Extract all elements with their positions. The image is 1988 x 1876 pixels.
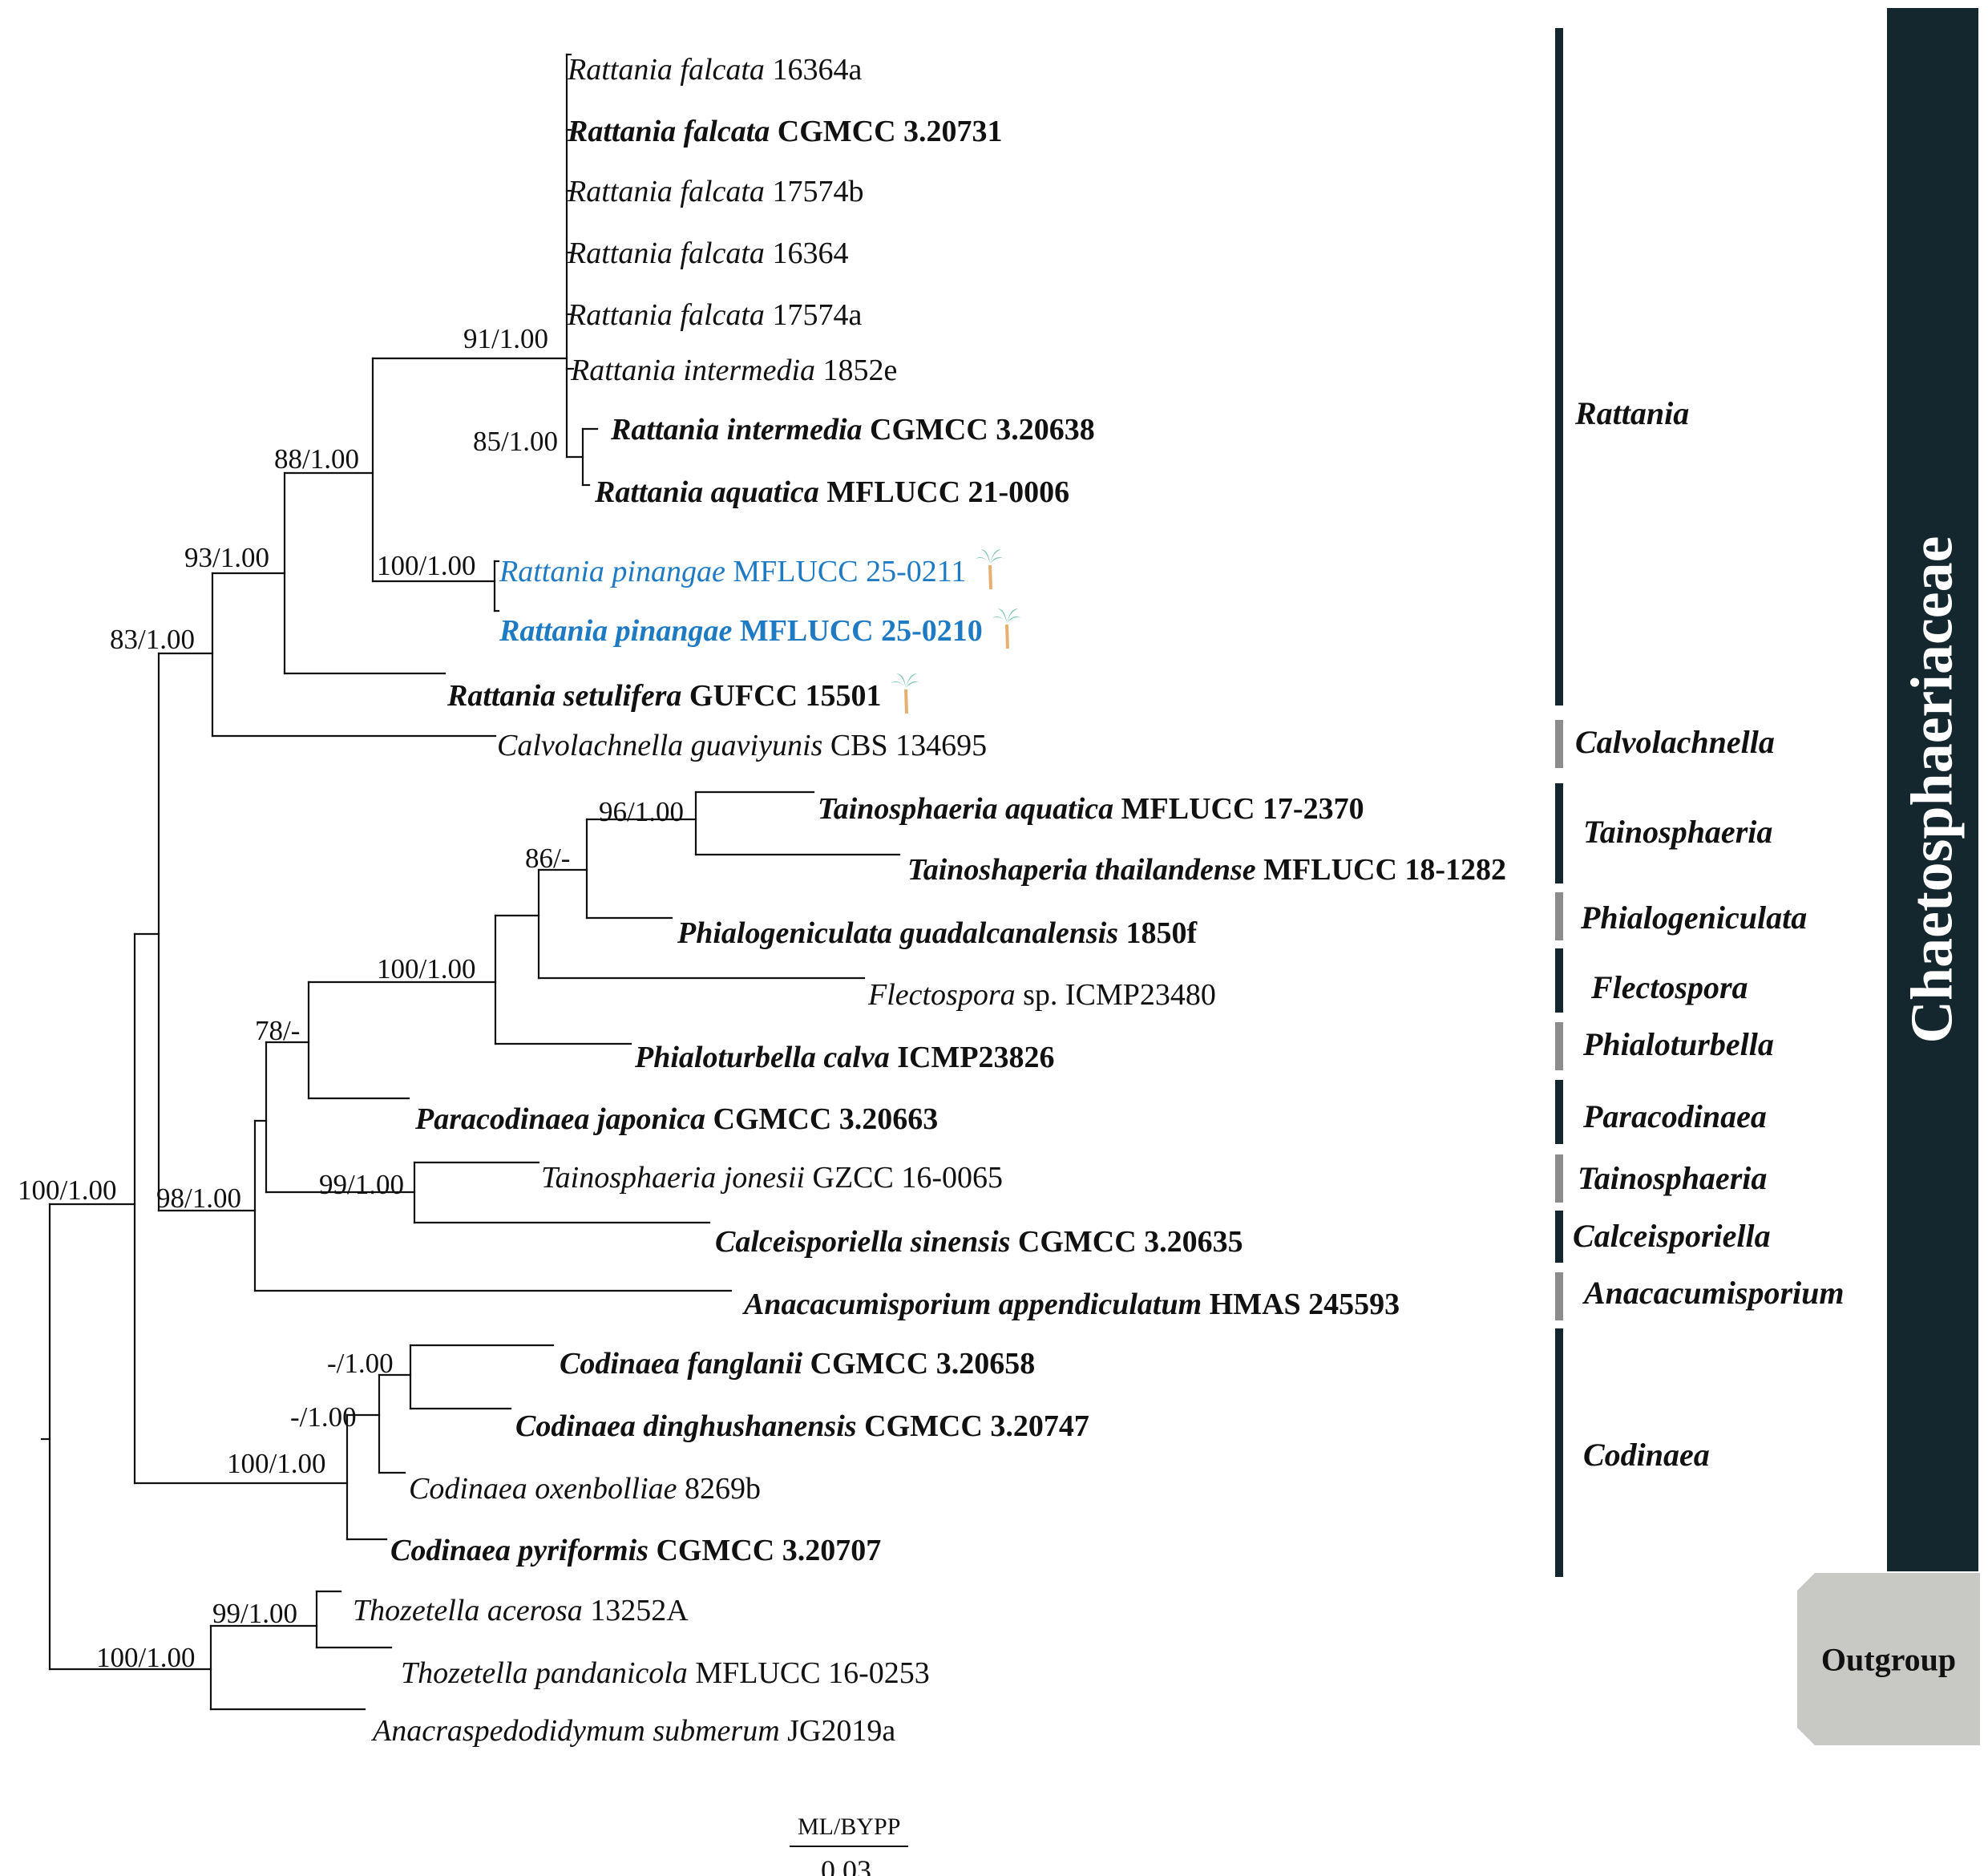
family-label: Chaetosphaeriaceae — [1899, 536, 1966, 1044]
palm-tree-icon — [992, 608, 1021, 649]
outgroup-label: Outgroup — [1820, 1641, 1957, 1677]
taxon-label: Thozetella acerosa 13252A — [353, 1594, 689, 1627]
node-support: 88/1.00 — [274, 443, 359, 475]
node-support: 100/1.00 — [227, 1448, 326, 1479]
taxon-label: Rattania falcata 16364 — [568, 237, 849, 270]
node-support: -/1.00 — [327, 1348, 394, 1379]
taxon-label: Flectospora sp. ICMP23480 — [868, 978, 1216, 1012]
clade-label: Codinaea — [1583, 1437, 1710, 1473]
clade-label: Calvolachnella — [1575, 724, 1775, 760]
scale-value: 0.03 — [821, 1854, 871, 1876]
clade-bar — [1555, 948, 1563, 1013]
clade-label: Phialoturbella — [1583, 1026, 1774, 1062]
node-support: 91/1.00 — [463, 323, 548, 354]
clade-label: Rattania — [1575, 395, 1690, 431]
clade-bar — [1555, 1154, 1563, 1203]
taxon-label: Rattania falcata CGMCC 3.20731 — [568, 115, 1003, 148]
taxon-label: Rattania setulifera GUFCC 15501 — [447, 672, 920, 715]
clade-label: Paracodinaea — [1583, 1098, 1767, 1134]
clade-bar — [1555, 28, 1563, 706]
taxon-label: Thozetella pandanicola MFLUCC 16-0253 — [401, 1656, 930, 1690]
node-support: 100/1.00 — [18, 1175, 117, 1206]
taxon-label: Tainoshaperia thailandense MFLUCC 18-128… — [907, 853, 1507, 887]
node-support: 99/1.00 — [319, 1169, 404, 1200]
taxon-label: Phialoturbella calva ICMP23826 — [635, 1041, 1055, 1074]
taxon-label: Rattania intermedia 1852e — [571, 354, 898, 387]
taxon-label: Rattania falcata 17574a — [568, 298, 863, 332]
taxon-label: Tainosphaeria aquatica MFLUCC 17-2370 — [818, 792, 1364, 826]
clade-label: Tainosphaeria — [1583, 814, 1773, 850]
taxon-label-highlight: Rattania pinangae MFLUCC 25-0211 — [499, 548, 1005, 591]
node-support: 93/1.00 — [184, 542, 269, 573]
outgroup-block: Outgroup — [1797, 1573, 1980, 1745]
clade-bar — [1555, 1022, 1563, 1070]
taxon-label: Phialogeniculata guadalcanalensis 1850f — [677, 916, 1198, 950]
node-support: 85/1.00 — [473, 426, 558, 457]
taxon-label: Calceisporiella sinensis CGMCC 3.20635 — [715, 1225, 1243, 1259]
scale-bar — [790, 1846, 908, 1847]
palm-tree-icon — [976, 549, 1005, 590]
clade-bar — [1555, 1211, 1563, 1263]
taxon-label: Rattania aquatica MFLUCC 21-0006 — [595, 475, 1070, 509]
taxon-label: Anacraspedodidymum submerum JG2019a — [373, 1714, 896, 1748]
node-support: 86/- — [525, 843, 571, 874]
taxon-label: Rattania falcata 16364a — [568, 53, 863, 87]
node-support: 100/1.00 — [377, 953, 476, 984]
taxon-label: Anacacumisporium appendiculatum HMAS 245… — [744, 1288, 1400, 1321]
node-support: -/1.00 — [290, 1401, 357, 1433]
taxon-label: Rattania falcata 17574b — [568, 175, 864, 208]
clade-label: Phialogeniculata — [1581, 900, 1808, 936]
clade-bar — [1555, 1272, 1563, 1320]
taxon-label-highlight: Rattania pinangae MFLUCC 25-0210 — [499, 607, 1021, 650]
node-support: 100/1.00 — [377, 550, 476, 581]
taxon-label: Paracodinaea japonica CGMCC 3.20663 — [415, 1102, 939, 1136]
clade-label: Calceisporiella — [1573, 1218, 1771, 1254]
scale-label: ML/BYPP — [798, 1813, 901, 1840]
clade-bar — [1555, 1328, 1563, 1577]
taxon-label: Codinaea fanglanii CGMCC 3.20658 — [560, 1347, 1036, 1381]
taxon-label: Codinaea pyriformis CGMCC 3.20707 — [390, 1534, 882, 1567]
clade-bar — [1555, 892, 1563, 940]
clade-bar — [1555, 783, 1563, 883]
clade-label: Anacacumisporium — [1584, 1275, 1845, 1311]
taxon-label: Codinaea oxenbolliae 8269b — [409, 1472, 762, 1506]
family-block: Chaetosphaeriaceae — [1887, 8, 1978, 1571]
taxon-label: Codinaea dinghushanensis CGMCC 3.20747 — [515, 1409, 1089, 1443]
clade-label: Flectospora — [1591, 969, 1748, 1005]
node-support: 78/- — [255, 1015, 301, 1046]
node-support: 96/1.00 — [599, 796, 684, 827]
taxon-label: Calvolachnella guaviyunis CBS 134695 — [497, 729, 988, 762]
node-support: 98/1.00 — [156, 1183, 241, 1214]
node-support: 99/1.00 — [212, 1598, 297, 1629]
node-support: 100/1.00 — [96, 1642, 196, 1673]
taxon-label: Rattania intermedia CGMCC 3.20638 — [611, 413, 1095, 447]
clade-label: Tainosphaeria — [1578, 1160, 1768, 1196]
clade-bar — [1555, 1080, 1563, 1144]
clade-bar — [1555, 720, 1563, 768]
node-support: 83/1.00 — [110, 624, 195, 655]
palm-tree-icon — [891, 673, 920, 714]
taxon-label: Tainosphaeria jonesii GZCC 16-0065 — [541, 1161, 1004, 1195]
